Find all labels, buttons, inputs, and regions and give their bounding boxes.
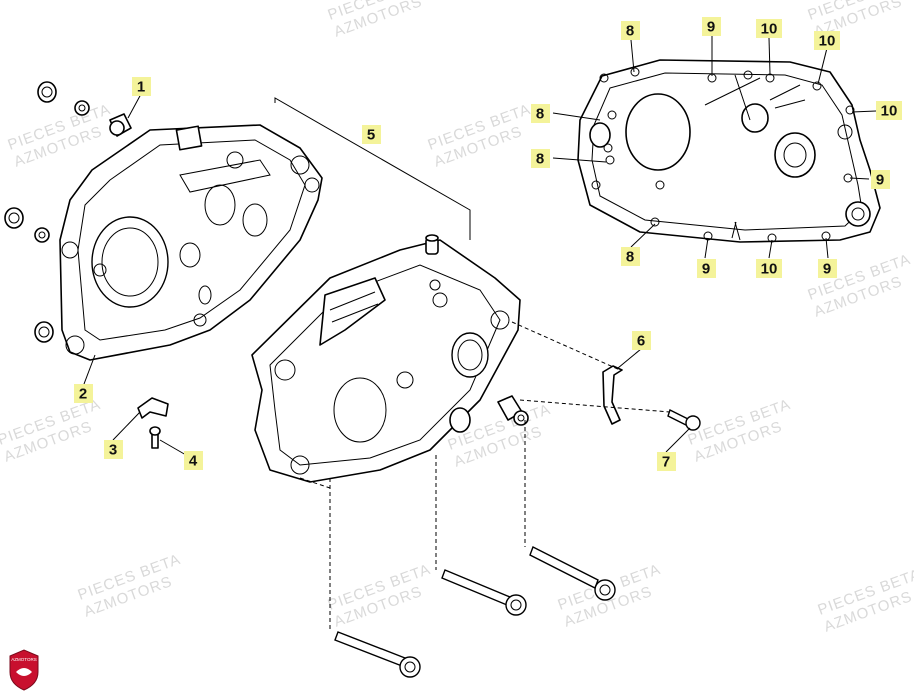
logo-text: AZMOTORS — [11, 657, 36, 662]
part-4-screw — [149, 426, 161, 449]
long-bolt-2 — [441, 569, 527, 616]
part-1-bushing — [109, 113, 132, 137]
callout-10-bottom: 10 — [756, 259, 782, 278]
azmotors-logo: AZMOTORS — [9, 649, 39, 691]
callout-label: 9 — [702, 261, 710, 278]
callout-8-top: 8 — [621, 21, 640, 40]
callout-label: 10 — [761, 21, 778, 38]
callout-6: 6 — [632, 331, 651, 350]
callout-2: 2 — [74, 384, 93, 403]
callout-1: 1 — [132, 77, 151, 96]
callout-label: 10 — [819, 33, 836, 50]
callout-5: 5 — [362, 125, 381, 144]
callout-label: 8 — [626, 23, 634, 40]
callout-label: 6 — [637, 333, 645, 350]
callout-label: 3 — [109, 442, 117, 459]
callout-9-bottom-left: 9 — [697, 259, 716, 278]
callout-label: 8 — [536, 106, 544, 123]
callout-10-top: 10 — [756, 19, 782, 38]
callout-label: 1 — [137, 79, 145, 96]
callout-3: 3 — [104, 440, 123, 459]
part-7-bolt — [667, 409, 701, 431]
part-6-bracket — [602, 365, 623, 425]
left-crankcase-half — [59, 124, 323, 361]
crankcase-gasket — [577, 59, 881, 243]
leader-lines — [83, 36, 877, 456]
callout-label: 10 — [881, 103, 898, 120]
part-5-bracket-line — [274, 97, 471, 240]
callout-label: 9 — [876, 172, 884, 189]
callout-label: 10 — [761, 261, 778, 278]
callout-label: 9 — [707, 19, 715, 36]
callout-4: 4 — [184, 451, 203, 470]
callout-label: 7 — [662, 454, 670, 471]
callout-label: 2 — [79, 386, 87, 403]
part-3-clip — [137, 397, 169, 419]
long-bolt-1 — [334, 631, 421, 678]
callout-label: 8 — [536, 151, 544, 168]
callout-10-upper-right: 10 — [814, 31, 840, 50]
callout-10-right: 10 — [876, 101, 902, 120]
callout-8-upper-left: 8 — [531, 104, 550, 123]
callout-label: 8 — [626, 249, 634, 266]
callout-8-lower-left: 8 — [531, 149, 550, 168]
right-crankcase-half — [251, 234, 521, 483]
left-small-seals — [4, 81, 90, 343]
callout-7: 7 — [657, 452, 676, 471]
callout-label: 9 — [823, 261, 831, 278]
callout-label: 5 — [367, 127, 375, 144]
long-bolt-3 — [529, 546, 616, 601]
callout-8-bottom: 8 — [621, 247, 640, 266]
callout-label: 4 — [189, 453, 198, 470]
callout-9-right: 9 — [871, 170, 890, 189]
assembly-dash-lines — [299, 321, 671, 632]
dowel-bushing — [497, 395, 529, 426]
callout-9-bottom-right: 9 — [818, 259, 837, 278]
callout-9-top: 9 — [702, 17, 721, 36]
